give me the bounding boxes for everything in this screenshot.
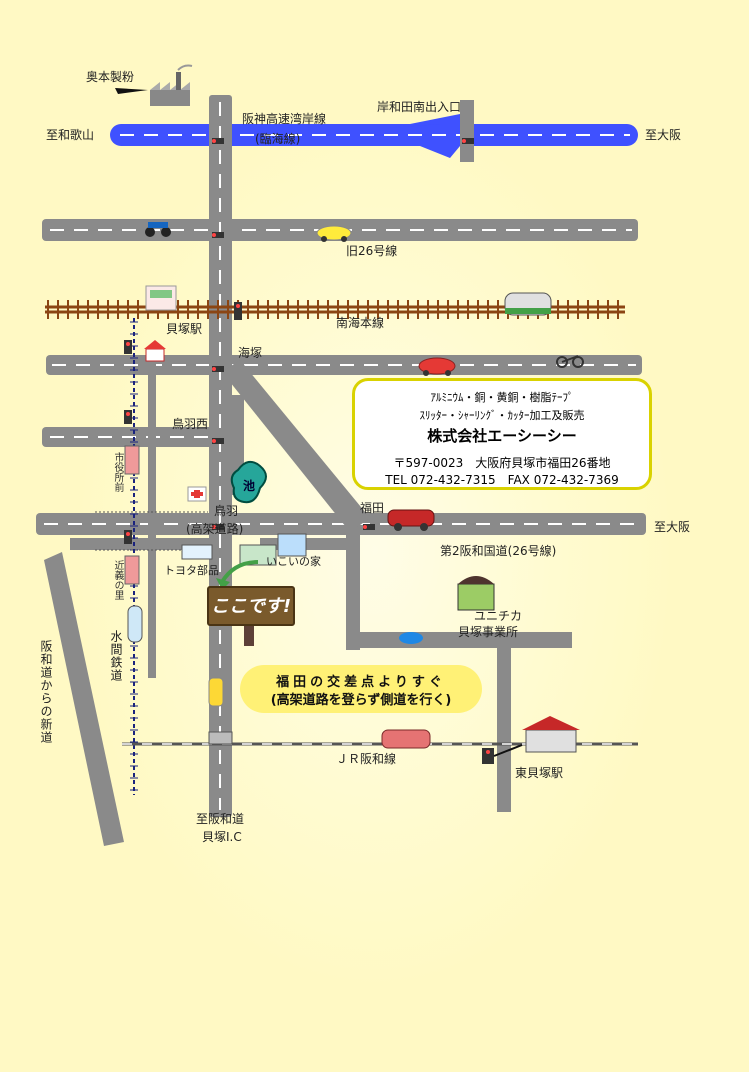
building-icon (124, 555, 140, 585)
company-contact: TEL 072-432-7315 FAX 072-432-7369 (385, 473, 619, 487)
pond-icon (230, 460, 267, 504)
label-kintetsu: 近義の里 (112, 560, 123, 600)
bicycle-icon (556, 355, 584, 368)
car-icon (316, 225, 352, 242)
label-toyota: トヨタ部品 (164, 564, 219, 577)
label-ikoi: いこいの家 (266, 555, 321, 568)
diagonal-road (222, 360, 370, 532)
kishiwada-road (460, 100, 474, 162)
car-icon (387, 509, 435, 531)
building-icon (124, 445, 140, 475)
car-icon (418, 357, 456, 376)
label-dai2-hanwa: 第2阪和国道(26号線) (440, 544, 557, 558)
hanwa-new-road (44, 552, 124, 846)
fukuda-south-road (346, 530, 360, 650)
train-icon (127, 605, 143, 643)
label-kishiwada-exit: 岸和田南出入口 (377, 100, 462, 114)
label-pond: 池 (243, 479, 256, 493)
label-hanwa-new: 阪和道からの新道 (39, 640, 53, 744)
traffic-light-icon (212, 232, 224, 238)
label-kaizuka: 海塚 (238, 346, 263, 360)
label-unitika-2: 貝塚事業所 (458, 625, 519, 639)
pointer-arrow-icon (216, 578, 230, 590)
label-jr-hanwa: ＪＲ阪和線 (336, 752, 397, 766)
hanshin-expressway (110, 112, 638, 158)
hospital-icon (187, 486, 207, 502)
label-to-osaka-top: 至大阪 (645, 128, 682, 142)
label-kaizuka-station: 貝塚駅 (166, 322, 203, 336)
warehouse-icon (457, 576, 495, 611)
house-icon (144, 340, 166, 362)
railway-crossing-icon (234, 302, 242, 320)
here-sign: ここです! (207, 586, 295, 626)
overpass-icon (208, 731, 233, 745)
station-building-icon (145, 285, 177, 311)
direction-note: 福田の交差点よりすぐ (高架道路を登らず側道を行く) (240, 665, 482, 713)
motorcycle-icon (145, 222, 171, 237)
east-kaizuka-road (497, 640, 511, 812)
label-unitika: ユニチカ (474, 609, 523, 623)
toba-nishi-road (42, 427, 232, 447)
pointer-line (493, 744, 523, 757)
side-road-left (148, 360, 156, 678)
info-line-1: ｱﾙﾐﾆｳﾑ・銅・黄銅・樹脂ﾃｰﾌﾟ (430, 391, 574, 404)
traffic-light-icon (212, 138, 224, 144)
label-rinkai: (臨海線) (255, 132, 301, 146)
traffic-light-icon (124, 340, 132, 354)
pointer-arrow-icon (115, 88, 148, 94)
pointer-arrow-icon (220, 560, 259, 584)
train-icon (381, 729, 431, 749)
traffic-light-icon (462, 138, 474, 144)
label-to-hanwa: 至阪和道 (196, 812, 245, 826)
label-toba: 鳥羽 (214, 504, 239, 518)
label-okumoto: 奥本製粉 (86, 70, 135, 84)
note-line-1: 福田の交差点よりすぐ (276, 675, 446, 690)
factory-icon (150, 64, 193, 106)
label-shiyakushomae: 市役所前 (112, 452, 123, 492)
traffic-light-icon (363, 524, 375, 530)
company-name: 株式会社エーシーシー (427, 427, 577, 445)
label-hanshin: 阪神高速湾岸線 (242, 112, 327, 126)
building-icon (239, 533, 307, 566)
label-higashi-kaizuka: 東貝塚駅 (515, 766, 564, 780)
traffic-light-icon (124, 530, 132, 544)
traffic-light-icon (212, 524, 224, 530)
building-icon (181, 544, 213, 560)
railway-crossing-icon (482, 748, 494, 764)
station-building-icon (522, 716, 580, 753)
car-icon (208, 677, 224, 707)
car-icon (399, 632, 423, 644)
info-line-2: ｽﾘｯﾀｰ・ｼｬｰﾘﾝｸﾞ・ｶｯﾀｰ加工及販売 (419, 409, 585, 422)
traffic-light-icon (212, 438, 224, 444)
label-nankai: 南海本線 (336, 316, 385, 330)
label-mizuma: 水間鉄道 (109, 630, 123, 682)
company-info-box: ｱﾙﾐﾆｳﾑ・銅・黄銅・樹脂ﾃｰﾌﾟ ｽﾘｯﾀｰ・ｼｬｰﾘﾝｸﾞ・ｶｯﾀｰ加工及… (352, 378, 652, 490)
label-toba-nishi: 鳥羽西 (172, 417, 209, 431)
note-line-2: (高架道路を登らず側道を行く) (270, 693, 452, 708)
label-to-osaka-mid: 至大阪 (654, 520, 691, 534)
label-kaizuka-ic: 貝塚I.C (202, 830, 242, 844)
signpost-pole-icon (244, 624, 254, 646)
train-icon (504, 292, 552, 316)
traffic-light-icon (212, 366, 224, 372)
label-old26: 旧26号線 (346, 244, 398, 258)
label-kouka: (高架道路) (186, 522, 244, 536)
traffic-light-icon (124, 410, 132, 424)
label-to-wakayama: 至和歌山 (46, 128, 95, 142)
main-vertical-road (209, 95, 232, 817)
label-fukuda: 福田 (360, 501, 385, 515)
company-address: 〒597-0023 大阪府貝塚市福田26番地 (393, 456, 611, 470)
